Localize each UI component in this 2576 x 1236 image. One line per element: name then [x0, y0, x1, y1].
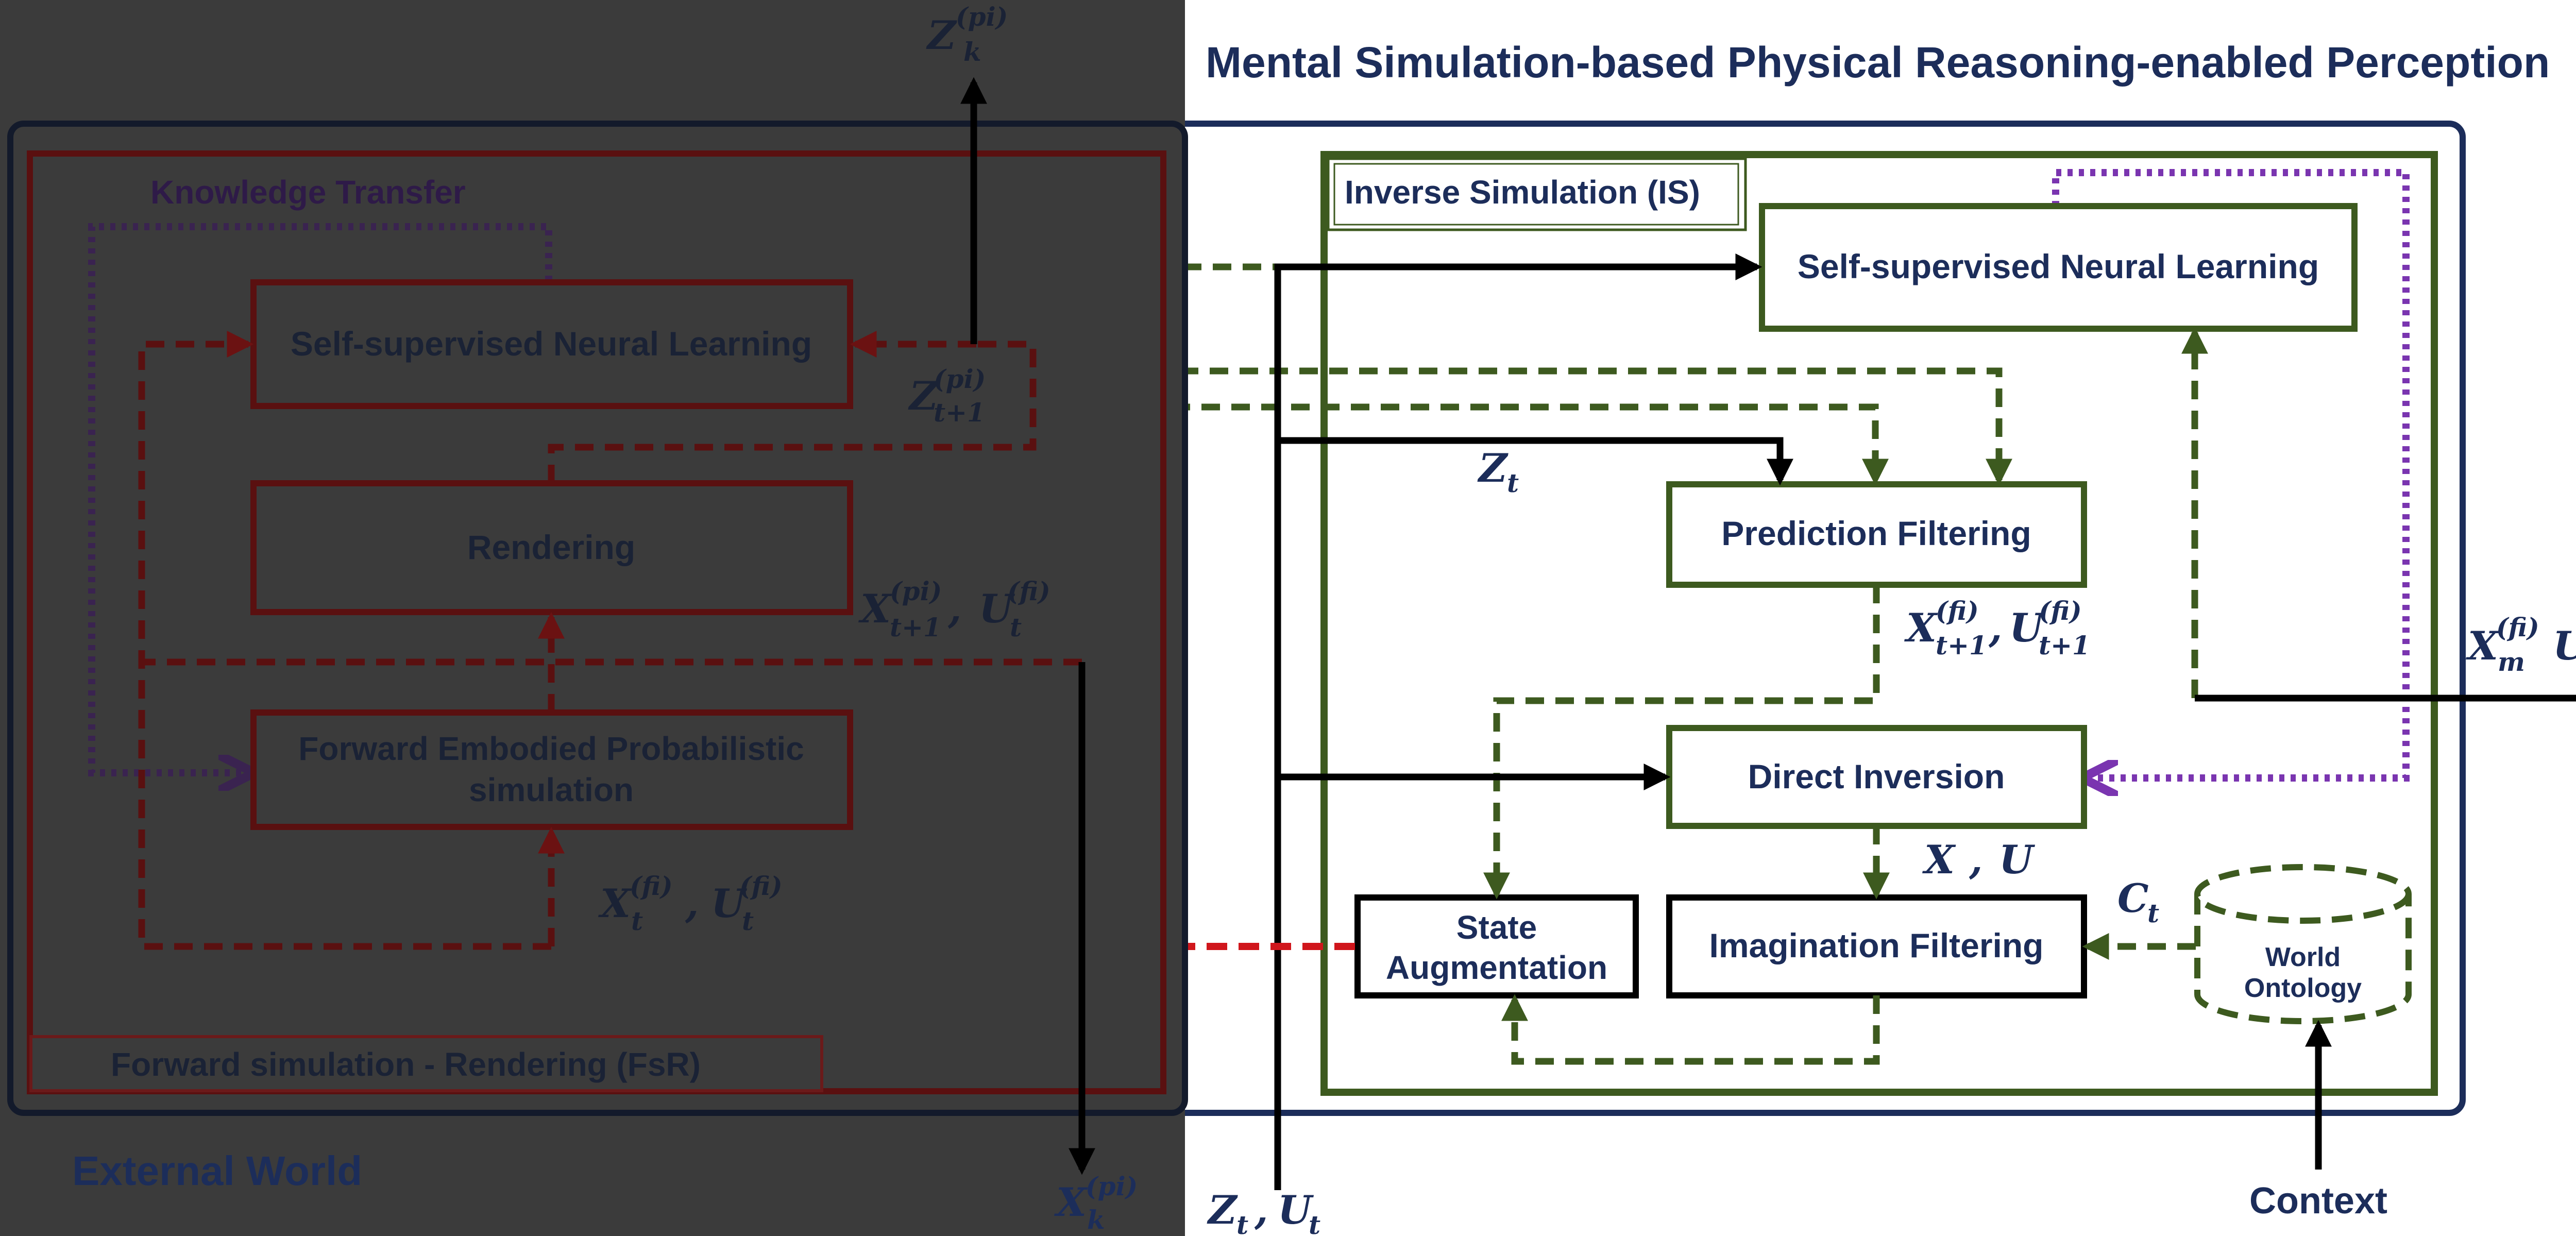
world-ontology-db — [2194, 864, 2412, 1024]
fsr-label-box — [29, 1035, 823, 1092]
m-xu-X: X — [1922, 837, 1956, 883]
m-xk-k: k — [1087, 1205, 1105, 1235]
math-ct: C t — [2117, 875, 2159, 928]
zt-ut-trunk — [1274, 253, 1762, 1190]
m-zk-top-pi: (pi) — [956, 2, 1008, 32]
m-xu-U: U — [1999, 837, 2036, 883]
pf-to-state-aug — [1483, 585, 1880, 900]
is-ssnl-box — [1759, 203, 2358, 332]
m-ztut-U: U — [1278, 1187, 1314, 1233]
context-label: Context — [2249, 1180, 2387, 1222]
is-label-box — [1327, 157, 1747, 231]
ext-forward-sim-line2: simulation — [469, 771, 634, 808]
external-outer-frame — [7, 121, 1188, 1116]
math-xt1-fi-ut1-fi: X (fi) t+1 , U (fi) t+1 — [1904, 596, 2090, 661]
m-xk-X: X — [1054, 1179, 1088, 1225]
m-xpi-t1: t+1 — [890, 612, 941, 642]
external-world-overlay — [0, 0, 1185, 1236]
is-ssnl-label: Self-supervised Neural Learning — [1798, 247, 2319, 285]
m-xk-pi: (pi) — [1086, 1171, 1138, 1201]
prediction-filtering-label: Prediction Filtering — [1721, 514, 2031, 552]
math-x-u: X , U — [1922, 837, 2036, 883]
math-xt1-pi-ut-fi: X (pi) t+1 , U (fi) t — [858, 576, 1050, 642]
render-to-zt1 — [548, 341, 1037, 483]
ext-rendering-label: Rendering — [467, 528, 635, 566]
m-zt1-t1: t+1 — [934, 397, 985, 428]
m-ut1fi-fi: (fi) — [2039, 596, 2082, 626]
fsr-label: Forward simulation - Rendering (FsR) — [111, 1046, 701, 1083]
is-label: Inverse Simulation (IS) — [1345, 174, 1700, 211]
direct-inversion-label: Direct Inversion — [1748, 757, 2005, 795]
m-xtfi-t: t — [631, 906, 643, 936]
inverse-simulation-frame — [1320, 151, 2438, 1096]
state-augmentation-line2: Augmentation — [1386, 949, 1607, 986]
m-xpi-comma: , — [947, 586, 961, 632]
m-xtfi-comma: , — [685, 881, 699, 926]
ext-knowledge-path — [88, 223, 552, 773]
m-ztut-t2: t — [1309, 1210, 1320, 1236]
m-zt-Z: Z — [1477, 445, 1509, 491]
m-um-U: U — [2553, 623, 2576, 669]
m-zk-top-Z: Z — [926, 12, 957, 58]
math-zt: Z t — [1477, 445, 1519, 498]
m-xu-comma: , — [1969, 837, 1982, 883]
m-xtfi-fi: (fi) — [630, 871, 673, 901]
zt-to-pf — [1278, 437, 1793, 486]
world-ontology-line2: Ontology — [2244, 973, 2362, 1003]
zt1-to-pf-a — [1030, 367, 2012, 486]
m-xm-m: m — [2498, 647, 2525, 677]
m-xt1fi-fi: (fi) — [1936, 596, 1979, 626]
m-ufi-fi: (fi) — [1007, 576, 1050, 606]
m-ztut-comma: , — [1254, 1187, 1268, 1233]
m-zt1-pi: (pi) — [934, 364, 986, 394]
m-xpi-X: X — [858, 586, 892, 632]
m-xt1fi-X: X — [1904, 605, 1938, 651]
math-xt-fi-ut-fi: X (fi) t , U (fi) t — [598, 871, 783, 936]
m-xpi-pi: (pi) — [890, 576, 942, 606]
zt1-to-pf-b — [1082, 403, 1889, 486]
math-zt-ut-bottom: Z t , U t — [1207, 1187, 1320, 1236]
ext-ssnl-label: Self-supervised Neural Learning — [291, 325, 812, 363]
state-augmentation-line1: State — [1456, 909, 1537, 946]
external-world-label: External World — [72, 1148, 362, 1194]
m-utfi-t: t — [742, 906, 754, 936]
m-ufi-U: U — [979, 586, 1015, 632]
imagination-filtering-label: Imagination Filtering — [1709, 926, 2043, 964]
if-to-state-aug — [1501, 994, 1880, 1065]
math-xm-um: X (fi) m U (fi) m — [2466, 612, 2576, 677]
m-ut1fi-t1: t+1 — [2039, 630, 2090, 661]
m-ut1fi-U: U — [2009, 605, 2046, 651]
ext-forward-sim-line1: Forward Embodied Probabilistic — [298, 730, 804, 767]
world-ontology-line1: World — [2265, 942, 2341, 972]
m-utfi-U: U — [711, 881, 748, 926]
math-xk-pi-bottom: X (pi) k — [1054, 1171, 1138, 1235]
m-ct-C: C — [2117, 875, 2149, 921]
m-utfi-fi: (fi) — [739, 871, 783, 901]
m-zk-top-k: k — [963, 37, 981, 67]
m-xt1fi-t1: t+1 — [1936, 630, 1987, 661]
m-zt1-Z: Z — [908, 373, 939, 419]
m-xtfi-X: X — [598, 881, 632, 926]
math-zk-pi-top: Z (pi) k — [926, 2, 1008, 67]
m-ufi-t: t — [1010, 612, 1022, 642]
m-xt1fi-comma: , — [1988, 605, 2002, 651]
diagram-title: Mental Simulation-based Physical Reasoni… — [1206, 38, 2550, 87]
m-xm-X: X — [2466, 623, 2500, 669]
is-label-box-inner — [1333, 163, 1739, 226]
math-zt1-pi: Z (pi) t+1 — [908, 364, 986, 428]
m-ztut-Z: Z — [1207, 1187, 1238, 1233]
knowledge-transfer-label: Knowledge Transfer — [150, 174, 466, 211]
m-ztut-t: t — [1236, 1210, 1248, 1236]
m-ct-t: t — [2147, 898, 2159, 928]
m-xm-fi: (fi) — [2496, 612, 2539, 642]
m-zt-t: t — [1507, 468, 1519, 498]
